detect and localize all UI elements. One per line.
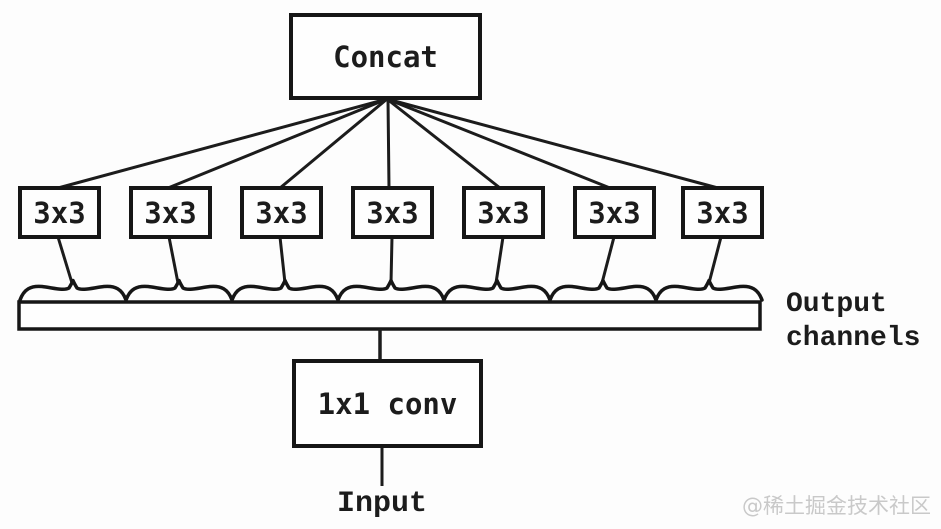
conv3x3-node-label: 3x3 [696, 195, 749, 230]
brace-squiggles [18, 278, 764, 302]
conv1x1-node-label: 1x1 conv [317, 386, 458, 421]
conv3x3-node-1: 3x3 [18, 186, 101, 239]
concat-node-label: Concat [333, 39, 438, 74]
conv1x1-node: 1x1 conv [292, 359, 483, 448]
watermark-text: @稀土掘金技术社区 [742, 494, 931, 518]
conv3x3-node-3: 3x3 [240, 186, 323, 239]
conv3x3-node-label: 3x3 [144, 195, 197, 230]
conv3x3-node-6: 3x3 [573, 186, 656, 239]
output-channels-bar [17, 300, 762, 331]
conv-to-bar-lines [56, 235, 723, 285]
conv3x3-node-label: 3x3 [477, 195, 530, 230]
conv3x3-node-label: 3x3 [366, 195, 419, 230]
output-channels-label: Output channels [786, 289, 921, 354]
conv3x3-node-label: 3x3 [255, 195, 308, 230]
concat-node: Concat [289, 13, 482, 100]
conv3x3-node-5: 3x3 [462, 186, 545, 239]
conv3x3-node-4: 3x3 [351, 186, 434, 239]
conv3x3-node-2: 3x3 [129, 186, 212, 239]
conv3x3-node-label: 3x3 [33, 195, 86, 230]
conv3x3-node-label: 3x3 [588, 195, 641, 230]
concat-fanout-lines [56, 97, 720, 190]
input-label: Input [336, 487, 427, 521]
conv3x3-node-7: 3x3 [681, 186, 764, 239]
